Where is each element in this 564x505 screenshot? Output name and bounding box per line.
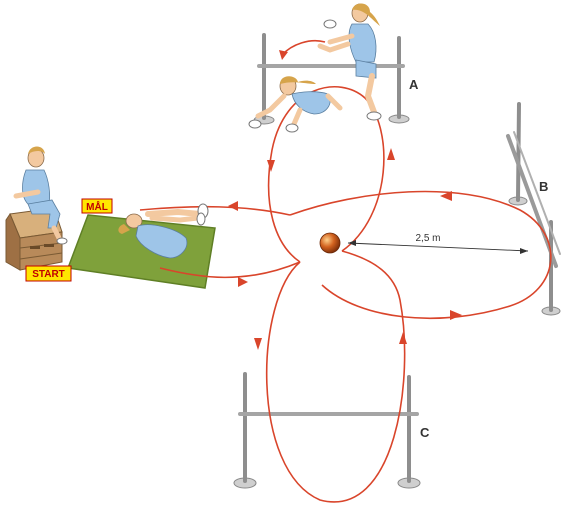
arrow-icon — [254, 338, 262, 350]
station-b-label: B — [539, 179, 548, 194]
figure-sitting-on-box — [13, 146, 68, 245]
station-b-hurdle — [506, 102, 561, 316]
path-loop-right — [289, 190, 552, 319]
arrow-icon — [279, 50, 288, 60]
station-c-label: C — [420, 425, 430, 440]
distance-indicator: 2,5 m — [347, 233, 529, 254]
goal-tag: MÅL — [81, 198, 113, 214]
path-loop-upper — [267, 85, 385, 263]
station-c-hurdle — [233, 372, 421, 489]
arrow-icon — [387, 148, 395, 160]
path-to-goal — [139, 205, 291, 216]
direction-arrows — [228, 50, 462, 350]
station-a-hurdle — [253, 33, 410, 125]
arrow-icon — [440, 191, 452, 201]
start-tag: START — [25, 265, 72, 282]
figure-lying-on-mat — [118, 203, 209, 259]
station-a-label: A — [409, 77, 419, 92]
arrow-icon — [228, 201, 238, 211]
arrow-icon — [238, 277, 248, 287]
distance-label: 2,5 m — [415, 233, 440, 244]
ball — [319, 232, 341, 254]
arrow-icon — [450, 310, 462, 320]
start-label: START — [32, 269, 65, 280]
path-from-start — [159, 261, 301, 279]
figure-jumping-over-bar — [317, 3, 382, 121]
path-loop-lower — [265, 250, 406, 503]
goal-label: MÅL — [86, 200, 108, 213]
arrow-icon — [267, 160, 275, 172]
arrow-icon — [399, 332, 407, 344]
figure-crawling-under-bar — [248, 76, 343, 133]
